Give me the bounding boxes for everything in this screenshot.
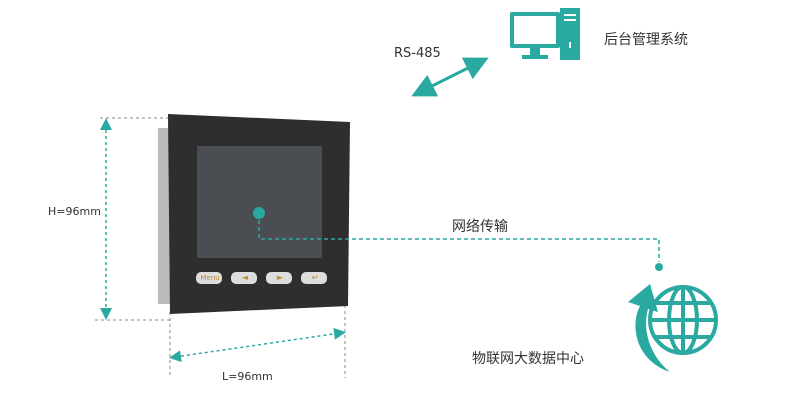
right-button: ► — [276, 273, 284, 282]
height-dimension — [95, 117, 172, 321]
length-label: L=96mm — [222, 370, 273, 383]
computer-icon — [510, 8, 580, 60]
network-label: 网络传输 — [452, 219, 508, 235]
menu-button: Menu — [200, 274, 220, 282]
upload-arrow-icon — [628, 284, 670, 372]
target-dot — [655, 263, 663, 271]
globe-icon — [648, 285, 718, 355]
backend-label: 后台管理系统 — [604, 32, 688, 48]
enter-button: ↵ — [311, 273, 319, 282]
height-label: H=96mm — [48, 205, 101, 218]
rs485-label: RS-485 — [394, 46, 441, 61]
datacenter-label: 物联网大数据中心 — [472, 351, 584, 367]
length-arrow — [169, 327, 346, 363]
device-buttons — [196, 272, 327, 284]
length-dimension — [169, 305, 346, 378]
left-button: ◄ — [241, 273, 249, 282]
rs485-arrow — [411, 57, 489, 97]
network-path — [258, 213, 660, 262]
device-screen — [197, 146, 322, 258]
